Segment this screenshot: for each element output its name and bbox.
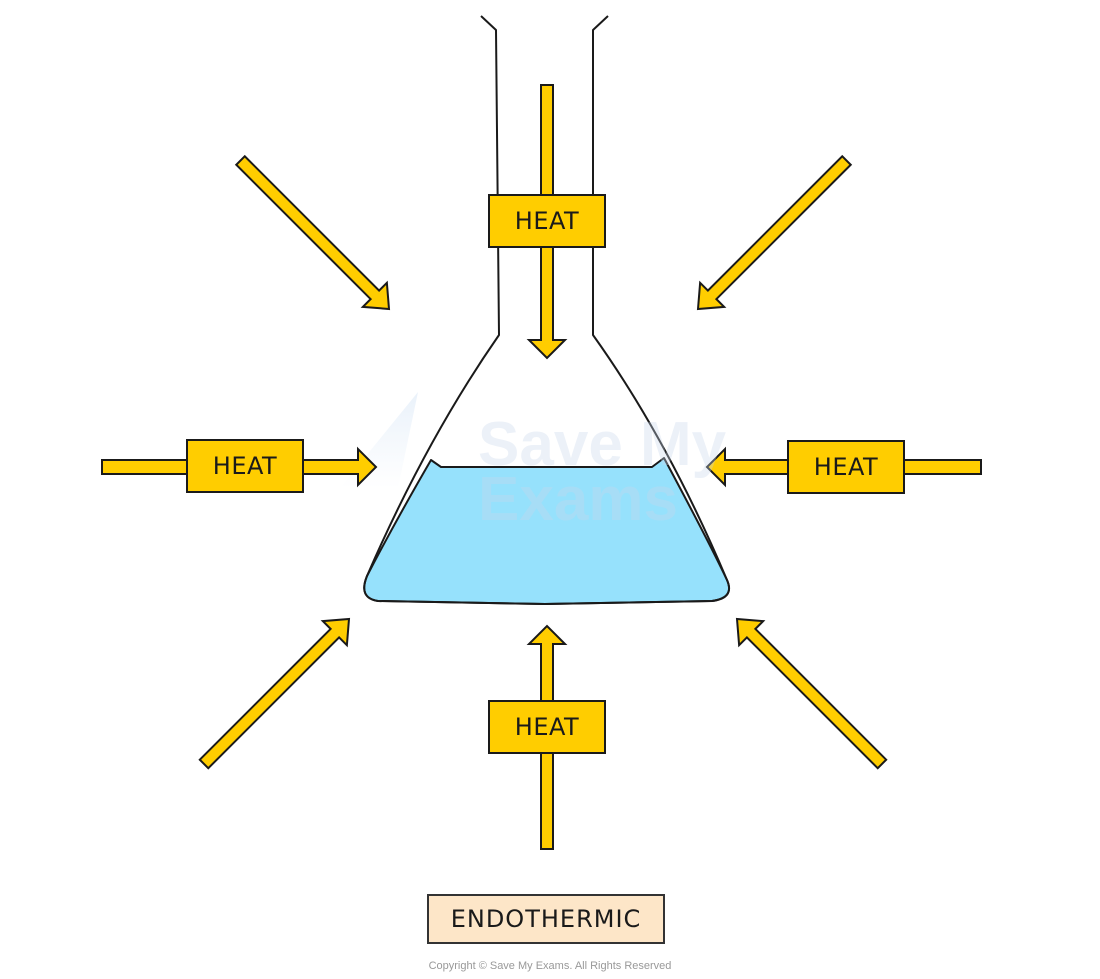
heat-arrow-icon bbox=[234, 154, 391, 311]
heat-label-bottom: HEAT bbox=[488, 700, 606, 754]
heat-label-top: HEAT bbox=[488, 194, 606, 248]
heat-label-right: HEAT bbox=[787, 440, 905, 494]
flask-outline bbox=[363, 15, 731, 605]
conical-flask-icon bbox=[363, 15, 731, 605]
heat-arrow-icon bbox=[696, 154, 853, 311]
flask-liquid bbox=[363, 457, 731, 605]
copyright-notice: Copyright © Save My Exams. All Rights Re… bbox=[428, 960, 672, 972]
heat-label-left: HEAT bbox=[186, 439, 304, 493]
heat-arrow-icon bbox=[198, 617, 351, 770]
heat-arrow-icon bbox=[735, 617, 888, 770]
reaction-type-label: ENDOTHERMIC bbox=[427, 894, 665, 944]
